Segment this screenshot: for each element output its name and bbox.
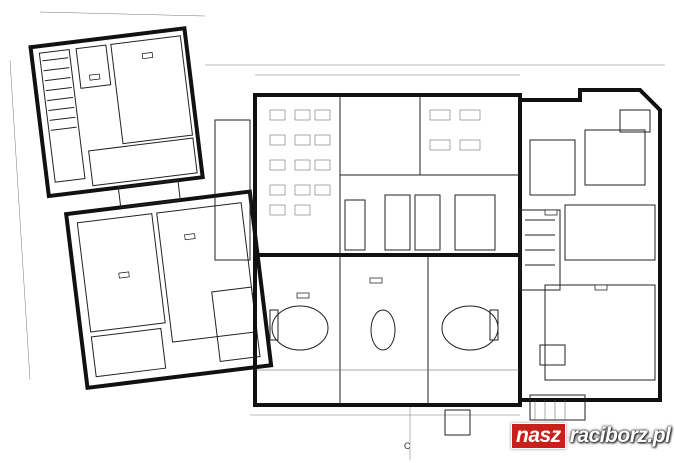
right-wing [519,88,662,421]
main-building [253,93,522,407]
entrance-stairs [444,409,471,436]
dimension-lines [9,11,665,460]
section-marker: C [404,441,411,451]
logo-part-nasz: nasz [511,423,566,449]
connector [214,119,251,261]
logo: nasz raciborz.pl [511,423,671,449]
logo-part-raciborz: raciborz.pl [569,424,671,447]
left-wing [28,26,274,391]
